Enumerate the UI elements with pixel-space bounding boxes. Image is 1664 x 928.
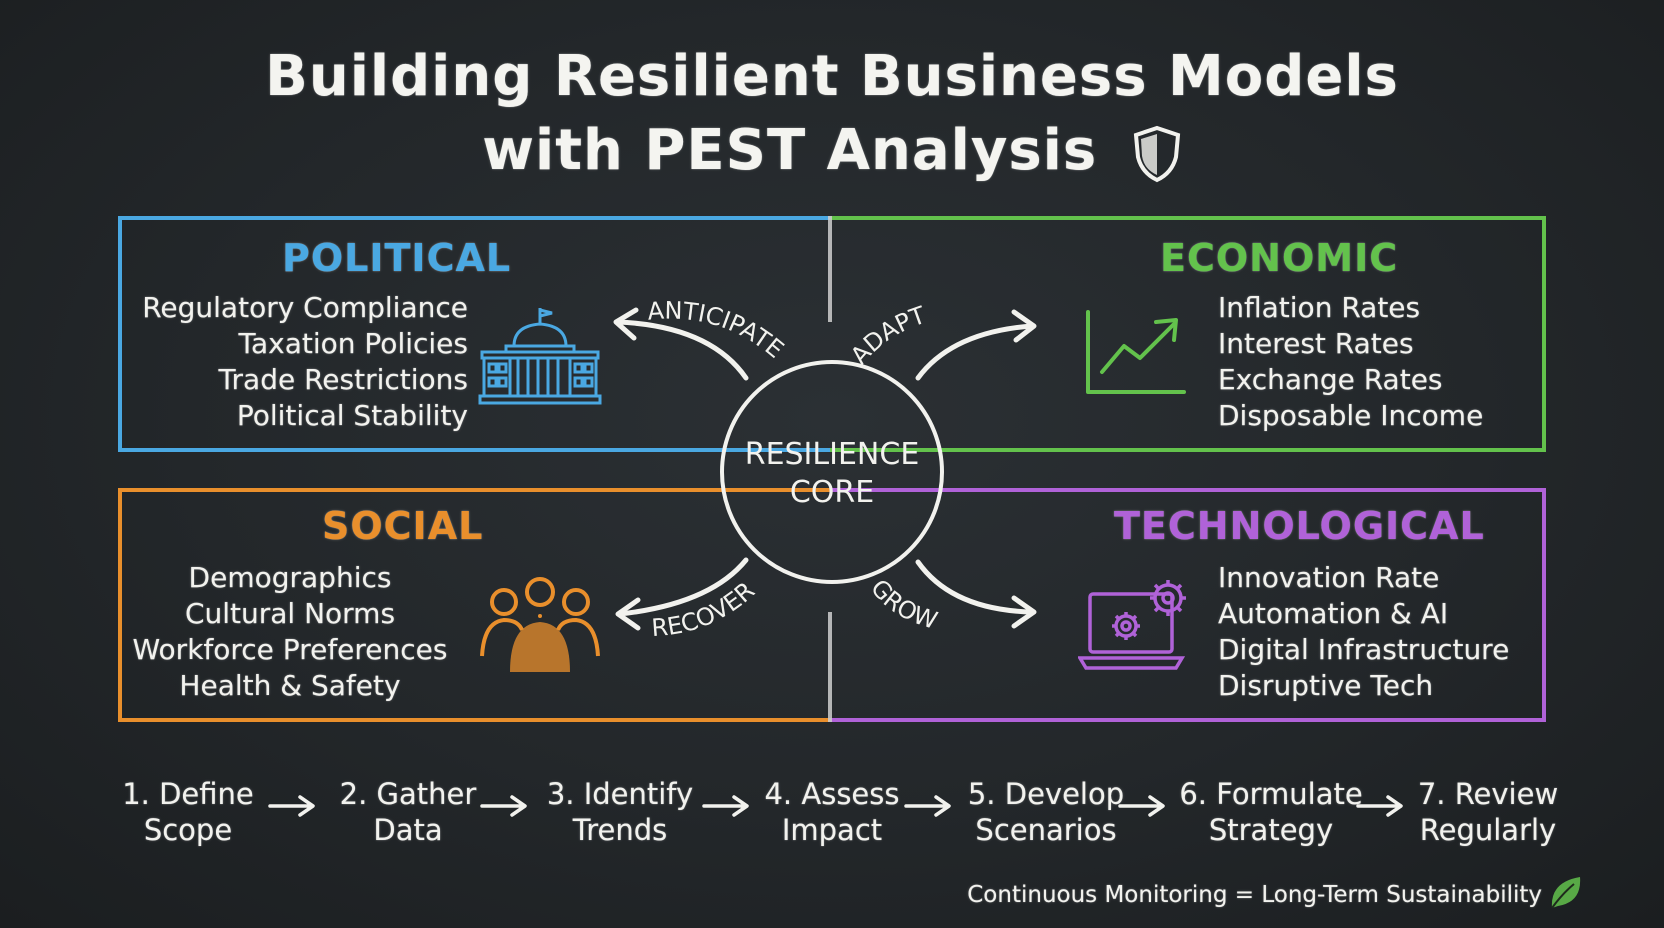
arrow-right-icon [268, 795, 315, 817]
step-6-line-2: Strategy [1208, 813, 1334, 847]
economic-quadrant [830, 216, 1546, 452]
recover-arrowhead [615, 597, 641, 631]
growth-chart-icon [1086, 310, 1186, 394]
list-item: Regulatory Compliance [142, 291, 468, 324]
laptop-gears-icon [1078, 580, 1186, 670]
political-heading: POLITICAL [282, 236, 512, 280]
resilience-core-diagram: RESILIENCE CORE ANTICIPATE ADAPT RECOVER… [613, 296, 1037, 642]
list-item: Trade Restrictions [218, 363, 468, 396]
page-title-line-2-text: with PEST Analysis [482, 118, 1098, 183]
list-item: Political Stability [236, 399, 468, 432]
list-item: Innovation Rate [1218, 561, 1440, 594]
list-item: Interest Rates [1218, 327, 1414, 360]
step-3-line-1: 3. Identify [546, 777, 694, 811]
list-item: Taxation Policies [238, 327, 468, 360]
grow-label: GROW [865, 574, 941, 635]
core-label-line-2: CORE [790, 475, 874, 510]
step-4-line-2: Impact [781, 813, 883, 847]
step-1-line-2: Scope [143, 813, 233, 847]
arrow-right-icon [1356, 795, 1403, 817]
economic-factors-list: Inflation Rates Interest Rates Exchange … [1218, 290, 1483, 434]
list-item: Exchange Rates [1218, 363, 1443, 396]
step-5-line-2: Scenarios [975, 813, 1117, 847]
vertical-divider-bottom [828, 612, 832, 722]
step-2: 2. Gather Data [314, 776, 502, 848]
resilience-core-circle [720, 360, 944, 584]
vertical-divider-top [828, 216, 832, 322]
political-quadrant [118, 216, 830, 452]
list-item: Disposable Income [1218, 399, 1484, 432]
process-steps: 1. Define Scope 2. Gather Data 3. Identi… [108, 776, 1568, 856]
technological-quadrant [830, 488, 1546, 722]
step-5: 5. Develop Scenarios [938, 776, 1154, 848]
government-building-icon [478, 308, 602, 405]
social-quadrant [118, 488, 830, 722]
step-4: 4. Assess Impact [742, 776, 922, 848]
list-item: Disruptive Tech [1218, 669, 1434, 702]
list-item: Demographics [188, 561, 392, 594]
grow-arrowhead [1011, 595, 1037, 629]
step-4-line-1: 4. Assess [764, 777, 900, 811]
list-item: Workforce Preferences [132, 633, 448, 666]
technological-heading: TECHNOLOGICAL [1114, 504, 1485, 548]
anticipate-arrowhead [613, 307, 639, 341]
step-6: 6. Formulate Strategy [1162, 776, 1380, 848]
step-2-line-2: Data [373, 813, 443, 847]
adapt-arrowhead [1011, 309, 1037, 343]
step-3-line-2: Trends [572, 813, 668, 847]
step-7-line-2: Regularly [1419, 813, 1557, 847]
step-3: 3. Identify Trends [520, 776, 720, 848]
technological-factors-list: Innovation Rate Automation & AI Digital … [1218, 560, 1509, 704]
leaf-icon [1551, 877, 1581, 909]
political-factors-list: Regulatory Compliance Taxation Policies … [142, 290, 468, 434]
step-1: 1. Define Scope [108, 776, 268, 848]
recover-label: RECOVER [651, 576, 761, 642]
arrow-right-icon [904, 795, 951, 817]
adapt-arrow [915, 323, 1035, 381]
grow-arrow [915, 559, 1035, 615]
step-2-line-1: 2. Gather [339, 777, 477, 811]
arrow-right-icon [702, 795, 749, 817]
step-7: 7. Review Regularly [1400, 776, 1576, 848]
shield-icon [1133, 125, 1180, 183]
page-title-line-1: Building Resilient Business Models [265, 44, 1399, 109]
arrow-right-icon [480, 795, 527, 817]
step-6-line-1: 6. Formulate [1179, 777, 1363, 811]
step-1-line-1: 1. Define [122, 777, 254, 811]
adapt-label: ADAPT [845, 301, 929, 370]
recover-arrow [617, 557, 749, 617]
step-7-line-1: 7. Review [1417, 777, 1559, 811]
list-item: Health & Safety [179, 669, 401, 702]
economic-heading: ECONOMIC [1160, 236, 1399, 280]
core-label-line-1: RESILIENCE [745, 437, 920, 472]
social-heading: SOCIAL [322, 504, 484, 548]
step-5-line-1: 5. Develop [967, 777, 1125, 811]
people-group-icon [480, 577, 600, 672]
social-factors-list: Demographics Cultural Norms Workforce Pr… [118, 560, 462, 704]
list-item: Cultural Norms [184, 597, 396, 630]
page-title-line-2: with PEST Analysis [0, 118, 1664, 183]
list-item: Inflation Rates [1218, 291, 1421, 324]
footer-tagline: Continuous Monitoring = Long-Term Sustai… [967, 882, 1542, 908]
list-item: Automation & AI [1218, 597, 1449, 630]
anticipate-arrow [615, 319, 749, 381]
list-item: Digital Infrastructure [1218, 633, 1510, 666]
arrow-right-icon [1118, 795, 1165, 817]
